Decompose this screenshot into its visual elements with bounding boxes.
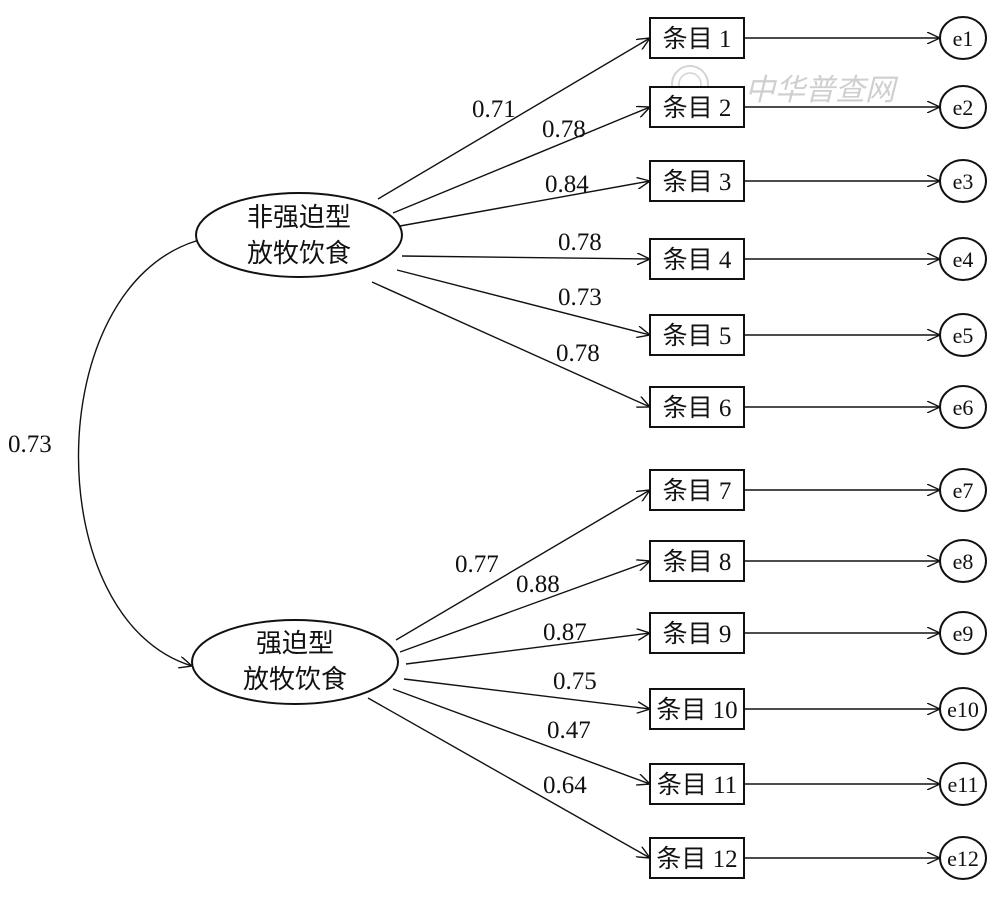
error-label-8: e8 <box>953 549 974 574</box>
error-circle-4 <box>939 237 987 281</box>
correlation-label: 0.73 <box>8 431 52 458</box>
loading-arrow-9 <box>405 633 650 665</box>
loading-label-8: 0.88 <box>516 571 560 598</box>
error-circle-12 <box>939 836 987 880</box>
item-box-3 <box>649 160 745 202</box>
item-label-8: 条目 8 <box>663 548 732 576</box>
error-circle-3 <box>939 159 987 203</box>
item-label-7: 条目 7 <box>663 477 732 505</box>
item-label-12: 条目 12 <box>656 845 737 873</box>
item-label-10: 条目 10 <box>656 696 737 724</box>
loading-label-2: 0.78 <box>542 116 586 143</box>
loading-label-1: 0.71 <box>472 96 516 123</box>
loading-arrow-7 <box>395 490 650 641</box>
error-label-5: e5 <box>953 323 974 348</box>
loading-label-10: 0.75 <box>553 668 597 695</box>
error-label-11: e11 <box>948 772 979 797</box>
factor-2-ellipse <box>191 619 399 705</box>
factor-2-label-line1: 强迫型 <box>256 629 334 658</box>
error-label-10: e10 <box>947 697 979 722</box>
item-label-1: 条目 1 <box>663 25 732 53</box>
loading-arrow-11 <box>392 688 650 784</box>
factor-2: 强迫型 放牧饮食 <box>191 619 399 705</box>
factor-1-label-line2: 放牧饮食 <box>247 239 351 268</box>
item-label-6: 条目 6 <box>663 394 732 422</box>
item-box-9 <box>649 612 745 654</box>
item-label-4: 条目 4 <box>663 246 732 274</box>
error-label-4: e4 <box>953 247 974 272</box>
item-box-10 <box>649 688 745 730</box>
error-label-1: e1 <box>953 26 974 51</box>
loading-arrow-8 <box>399 561 650 653</box>
error-circle-7 <box>939 468 987 512</box>
error-circle-2 <box>939 85 987 129</box>
items-layer: 0.71 条目 1 e1 0.78 条目 2 e2 0.84 条目 3 e3 0.78 条目 4 e4… <box>367 16 987 880</box>
error-circle-9 <box>939 611 987 655</box>
loading-label-7: 0.77 <box>455 551 499 578</box>
item-box-6 <box>649 386 745 428</box>
loading-label-6: 0.78 <box>556 340 600 367</box>
item-label-2: 条目 2 <box>663 94 732 122</box>
error-label-6: e6 <box>953 395 974 420</box>
factor-2-label-line2: 放牧饮食 <box>243 665 347 694</box>
loading-label-3: 0.84 <box>545 171 589 198</box>
error-label-9: e9 <box>953 621 974 646</box>
error-circle-8 <box>939 539 987 583</box>
item-box-7 <box>649 469 745 511</box>
loading-arrow-6 <box>371 281 650 407</box>
factor-correlation-arrow <box>77 241 196 666</box>
loading-label-11: 0.47 <box>547 717 591 744</box>
error-circle-11 <box>939 762 987 806</box>
loading-arrow-5 <box>396 269 650 335</box>
watermark: 中华普查网 <box>671 65 899 107</box>
watermark-text: 中华普查网 <box>745 74 899 107</box>
item-label-9: 条目 9 <box>663 620 732 648</box>
item-label-11: 条目 11 <box>657 771 737 799</box>
loading-label-9: 0.87 <box>543 619 587 646</box>
error-circle-10 <box>939 687 987 731</box>
error-label-3: e3 <box>953 169 974 194</box>
factor-1: 非强迫型 放牧饮食 <box>195 192 403 278</box>
item-box-8 <box>649 540 745 582</box>
error-circle-1 <box>939 16 987 60</box>
error-label-2: e2 <box>953 95 974 120</box>
error-label-7: e7 <box>953 478 974 503</box>
loading-arrow-12 <box>367 697 650 858</box>
loading-arrow-3 <box>399 181 650 227</box>
loading-label-4: 0.78 <box>558 229 602 256</box>
loading-arrow-10 <box>403 678 650 709</box>
factor-1-label-line1: 非强迫型 <box>247 203 351 232</box>
factor-1-ellipse <box>195 192 403 278</box>
loading-arrow-2 <box>392 107 650 214</box>
error-circle-6 <box>939 385 987 429</box>
loading-arrow-4 <box>401 256 650 259</box>
loading-label-5: 0.73 <box>558 284 602 311</box>
loading-label-12: 0.64 <box>543 772 587 799</box>
error-label-12: e12 <box>947 846 979 871</box>
loading-arrow-1 <box>377 38 650 200</box>
item-label-3: 条目 3 <box>663 168 732 196</box>
item-label-5: 条目 5 <box>663 322 732 350</box>
error-circle-5 <box>939 313 987 357</box>
item-box-1 <box>649 17 745 59</box>
